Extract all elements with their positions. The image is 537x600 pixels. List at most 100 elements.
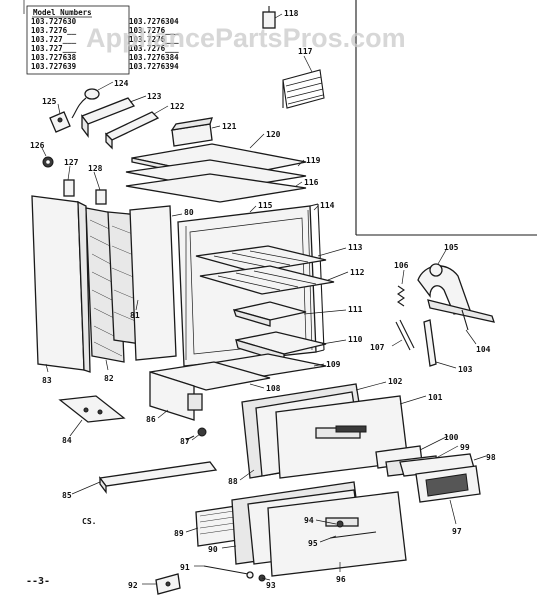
part-96-lower-door-front	[267, 491, 407, 577]
part-87-screw	[185, 427, 207, 441]
model-number-right-5: 103.7276394	[129, 62, 179, 71]
model-numbers-table: Model Numbers 103.727630103.7276__103.72…	[26, 5, 179, 75]
label-83: 83	[42, 376, 52, 385]
label-84: 84	[62, 436, 72, 445]
part-124-sensor	[71, 88, 100, 119]
part-104-hinge-link	[427, 299, 495, 331]
part-103-rod	[423, 319, 437, 367]
label-87: 87	[180, 437, 190, 446]
label-126: 126	[30, 141, 45, 150]
label-108: 108	[266, 384, 281, 393]
label-105: 105	[444, 243, 459, 252]
label-106: 106	[394, 261, 409, 270]
label-110: 110	[348, 335, 363, 344]
model-number-left-3: 103.727___	[31, 44, 77, 53]
label-104: 104	[476, 345, 491, 354]
label-96: 96	[336, 575, 346, 584]
part-112-rack	[199, 265, 335, 295]
part-86-channel	[149, 371, 203, 421]
part-106-spring	[397, 285, 405, 307]
model-number-left-2: 103.727___	[31, 35, 77, 44]
model-number-left-1: 103.7276__	[31, 26, 77, 35]
label-128: 128	[88, 164, 103, 173]
label-102: 102	[388, 377, 403, 386]
label-121: 121	[222, 122, 237, 131]
part-89-vent	[195, 505, 239, 547]
label-86: 86	[146, 415, 156, 424]
part-116-panel	[125, 173, 307, 203]
label-127: 127	[64, 158, 79, 167]
label-88: 88	[228, 477, 238, 486]
model-number-left-5: 103.727639	[31, 62, 77, 71]
label-100: 100	[444, 433, 459, 442]
label-94: 94	[304, 516, 314, 525]
model-number-left-0: 103.727630	[31, 17, 77, 26]
model-number-right-3: 103.7276___	[129, 44, 179, 53]
label-103: 103	[458, 365, 473, 374]
part-118-bracket	[262, 6, 276, 29]
label-112: 112	[350, 268, 365, 277]
part-123-bar	[80, 97, 136, 138]
label-109: 109	[326, 360, 341, 369]
label-115: 115	[258, 201, 273, 210]
label-123: 123	[147, 92, 162, 101]
part-121-duct	[170, 117, 213, 147]
model-table-header: Model Numbers	[33, 8, 92, 17]
part-113-rack	[195, 245, 327, 273]
part-107-pin	[395, 319, 415, 351]
label-120: 120	[266, 130, 281, 139]
model-number-right-0: 103.7276304	[129, 17, 179, 26]
watermark-text: AppliancePartsPros.com	[86, 23, 406, 53]
part-128-clip	[95, 189, 107, 205]
part-85-rail	[98, 461, 218, 494]
part-111-broil-pan	[232, 301, 307, 327]
label-117: 117	[298, 47, 313, 56]
part-126-screw	[42, 156, 54, 168]
label-92: 92	[128, 581, 138, 590]
label-81: 81	[130, 311, 140, 320]
part-114-frame	[309, 203, 325, 353]
label-111: 111	[348, 305, 363, 314]
model-number-left-4: 103.727638	[31, 53, 77, 62]
label-125: 125	[42, 97, 57, 106]
label-97: 97	[452, 527, 462, 536]
part-92-hinge	[155, 573, 181, 595]
label-93: 93	[266, 581, 276, 590]
part-125-terminal	[49, 111, 71, 133]
part-122-bar	[104, 111, 160, 150]
model-left-column: 103.727630103.7276__103.727___103.727___…	[31, 17, 77, 71]
part-91-rod	[203, 565, 254, 579]
part-127-bracket	[63, 179, 75, 197]
part-117-rack	[282, 69, 325, 109]
footer-code: CS.	[82, 517, 96, 526]
part-80-side-liner	[129, 205, 177, 361]
label-80: 80	[184, 208, 194, 217]
label-113: 113	[348, 243, 363, 252]
part-97-window-frame	[415, 465, 481, 503]
label-116: 116	[304, 178, 319, 187]
model-number-right-4: 103.7276384	[129, 53, 179, 62]
part-83-side-panel	[31, 195, 91, 373]
label-91: 91	[180, 563, 190, 572]
label-107: 107	[370, 343, 385, 352]
label-82: 82	[104, 374, 114, 383]
label-114: 114	[320, 201, 335, 210]
label-98: 98	[486, 453, 496, 462]
label-90: 90	[208, 545, 218, 554]
part-84-bracket	[58, 395, 126, 423]
label-101: 101	[428, 393, 443, 402]
label-119: 119	[306, 156, 321, 165]
footer-page-label: --3-	[26, 576, 50, 587]
part-labels: 118 117 124 123 125 122 121 120 126 127 …	[30, 9, 496, 590]
leader-lines	[41, 13, 487, 585]
model-right-column: 103.7276304103.7276___103.7276___103.727…	[129, 17, 179, 71]
label-124: 124	[114, 79, 129, 88]
label-118: 118	[284, 9, 299, 18]
label-89: 89	[174, 529, 184, 538]
part-105-hinge-arm	[417, 263, 471, 315]
model-number-right-1: 103.7276___	[129, 26, 179, 35]
label-99: 99	[460, 443, 470, 452]
diagram-frame	[23, 0, 537, 236]
model-number-right-2: 103.7276___	[129, 35, 179, 44]
